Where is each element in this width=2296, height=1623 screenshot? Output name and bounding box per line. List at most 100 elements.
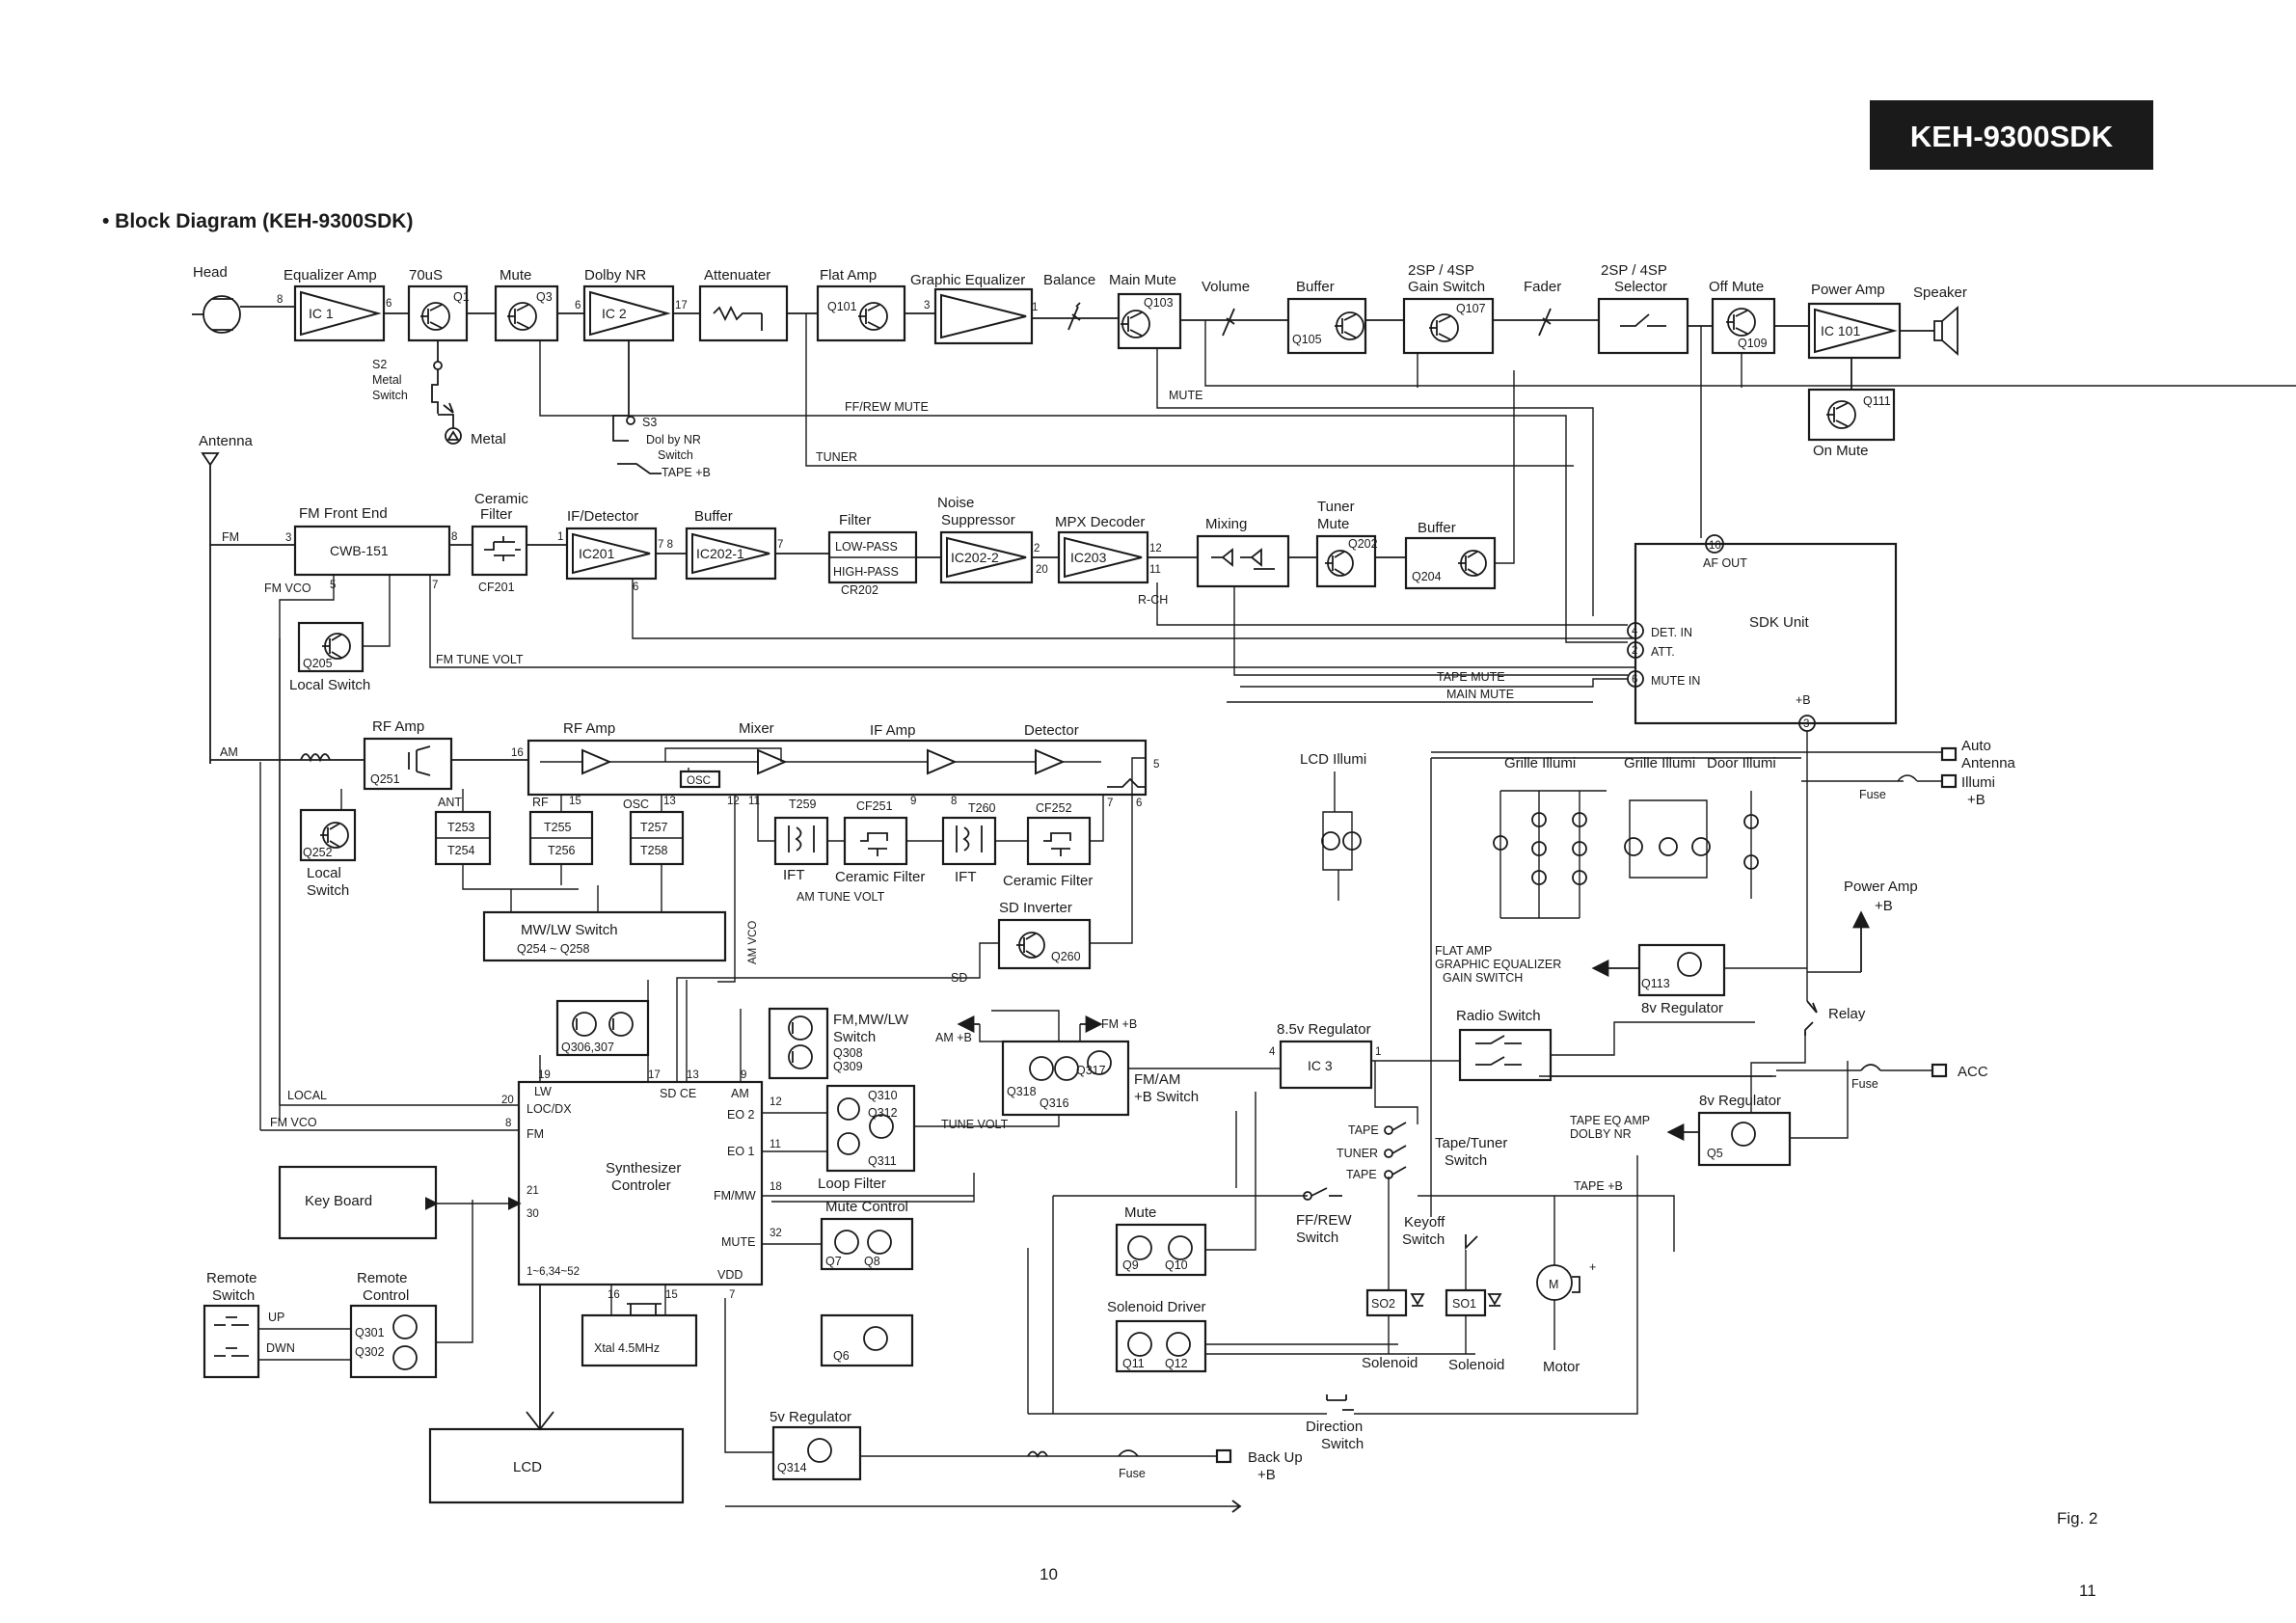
svg-text:AM +B: AM +B: [935, 1031, 972, 1044]
ceramic-filter-block: [471, 525, 528, 577]
svg-text:18: 18: [770, 1181, 782, 1193]
svg-text:2: 2: [1632, 645, 1637, 657]
svg-text:7: 7: [1107, 798, 1113, 809]
fm-chain: Antenna FM 3 FM Front End CWB-151 8 Cera…: [199, 370, 1710, 1121]
svg-text:T256: T256: [548, 844, 576, 857]
mw-lw-switch-label: MW/LW Switch: [521, 922, 618, 938]
filter-label: Filter: [839, 512, 871, 528]
direction-switch-label: Direction: [1306, 1419, 1363, 1435]
svg-text:EO 2: EO 2: [727, 1108, 755, 1122]
xtal-label: Xtal 4.5MHz: [594, 1341, 660, 1355]
svg-text:Q260: Q260: [1051, 950, 1081, 963]
svg-text:IC 101: IC 101: [1821, 323, 1860, 338]
5v-regulator-block: [771, 1425, 862, 1481]
svg-text:T260: T260: [968, 801, 996, 815]
svg-text:6: 6: [1632, 674, 1637, 686]
svg-text:Q111: Q111: [1863, 394, 1891, 408]
svg-text:15: 15: [569, 796, 581, 807]
svg-text:17: 17: [675, 300, 688, 311]
dolby-nr-label: Dolby NR: [584, 267, 646, 284]
svg-text:Mute: Mute: [1317, 516, 1349, 532]
svg-text:IFT: IFT: [783, 867, 805, 883]
svg-text:4: 4: [1632, 626, 1638, 637]
svg-text:FM VCO: FM VCO: [264, 582, 311, 595]
svg-text:MUTE: MUTE: [1169, 389, 1202, 402]
mixing-block: [1196, 534, 1290, 588]
mute-block: [494, 284, 559, 342]
70us-label: 70uS: [409, 267, 443, 284]
balance-pot-icon: [1067, 302, 1081, 331]
remote-switch-label: Remote: [206, 1270, 257, 1286]
ceramic-filter-label: Ceramic: [474, 491, 528, 507]
svg-text:Control: Control: [363, 1287, 409, 1304]
backup-fuse-icon: [1118, 1449, 1139, 1457]
svg-text:FM VCO: FM VCO: [270, 1116, 317, 1129]
svg-text:FM +B: FM +B: [1101, 1017, 1137, 1031]
svg-text:CF201: CF201: [478, 581, 515, 594]
svg-text:2: 2: [1034, 543, 1040, 555]
local-switch-am-label: Local: [307, 865, 341, 881]
q113-block: [1637, 943, 1726, 997]
svg-text:OSC: OSC: [623, 798, 649, 811]
svg-text:R-CH: R-CH: [1138, 593, 1168, 607]
buffer-label: Buffer: [1296, 279, 1335, 295]
svg-text:DWN: DWN: [266, 1341, 295, 1355]
flat-amp-label: Flat Amp: [820, 267, 877, 284]
tape-head-icon: [203, 295, 241, 334]
svg-text:9: 9: [741, 1069, 746, 1081]
svg-text:IF Amp: IF Amp: [870, 722, 916, 739]
speaker-icon: [1933, 306, 1958, 356]
am-osc-block: [679, 770, 721, 789]
solenoid-1-label: Solenoid: [1362, 1355, 1418, 1371]
svg-text:Switch: Switch: [658, 448, 693, 462]
svg-text:Suppressor: Suppressor: [941, 512, 1015, 528]
remote-switch-block: [203, 1304, 260, 1379]
svg-text:19: 19: [538, 1069, 551, 1081]
page-number-right: 11: [2079, 1582, 2096, 1600]
antenna-icon: [201, 452, 220, 764]
svg-text:13: 13: [687, 1069, 699, 1081]
motor-label: Motor: [1543, 1359, 1580, 1375]
volume-pot-icon: [1222, 308, 1235, 337]
svg-text:CR202: CR202: [841, 583, 878, 597]
svg-text:Switch: Switch: [1402, 1231, 1445, 1248]
svg-text:T255: T255: [544, 821, 572, 834]
svg-text:M: M: [1549, 1278, 1558, 1291]
svg-text:LOW-PASS: LOW-PASS: [835, 540, 898, 554]
lcd-block: [428, 1427, 685, 1504]
svg-text:Q316: Q316: [1040, 1096, 1069, 1110]
key-board-label: Key Board: [305, 1193, 372, 1209]
svg-text:Detector: Detector: [1024, 722, 1079, 739]
control-section: Q306,307 FM,MW/LW Switch Q308 Q309 Q310 …: [203, 638, 1303, 1513]
svg-text:TAPE: TAPE: [1346, 1168, 1377, 1181]
8v-regulator-label: 8v Regulator: [1641, 1000, 1723, 1016]
fm-mw-lw-switch-block: [768, 1007, 829, 1080]
svg-text:Q5: Q5: [1707, 1147, 1723, 1160]
svg-text:Q6: Q6: [833, 1349, 850, 1363]
noise-supp-label: Noise: [937, 495, 974, 511]
svg-text:Q9: Q9: [1122, 1258, 1139, 1272]
svg-text:FM: FM: [222, 530, 239, 544]
svg-text:6: 6: [1136, 798, 1142, 809]
illumi-b-label: Illumi: [1961, 774, 1995, 791]
svg-text:Q251: Q251: [370, 772, 400, 786]
svg-text:Q302: Q302: [355, 1345, 385, 1359]
svg-text:1: 1: [1375, 1046, 1381, 1058]
svg-text:5: 5: [330, 580, 336, 591]
eq-amp-label: Equalizer Amp: [284, 267, 377, 284]
off-mute-label: Off Mute: [1709, 279, 1764, 295]
local-switch-fm-label: Local Switch: [289, 677, 370, 693]
svg-text:12: 12: [770, 1096, 782, 1108]
buffer-fm2-label: Buffer: [1418, 520, 1456, 536]
svg-text:CF251: CF251: [856, 799, 893, 813]
synthesizer-label: Synthesizer: [606, 1160, 681, 1177]
5v-regulator-label: 5v Regulator: [770, 1409, 851, 1425]
speaker-label: Speaker: [1913, 284, 1967, 301]
svg-text:LOCAL: LOCAL: [287, 1089, 327, 1102]
svg-text:MUTE: MUTE: [721, 1235, 755, 1249]
svg-text:GRAPHIC EQUALIZER: GRAPHIC EQUALIZER: [1435, 958, 1561, 971]
mute-q9-block: [1115, 1223, 1207, 1277]
svg-text:Q308: Q308: [833, 1046, 863, 1060]
svg-text:6: 6: [633, 582, 638, 593]
